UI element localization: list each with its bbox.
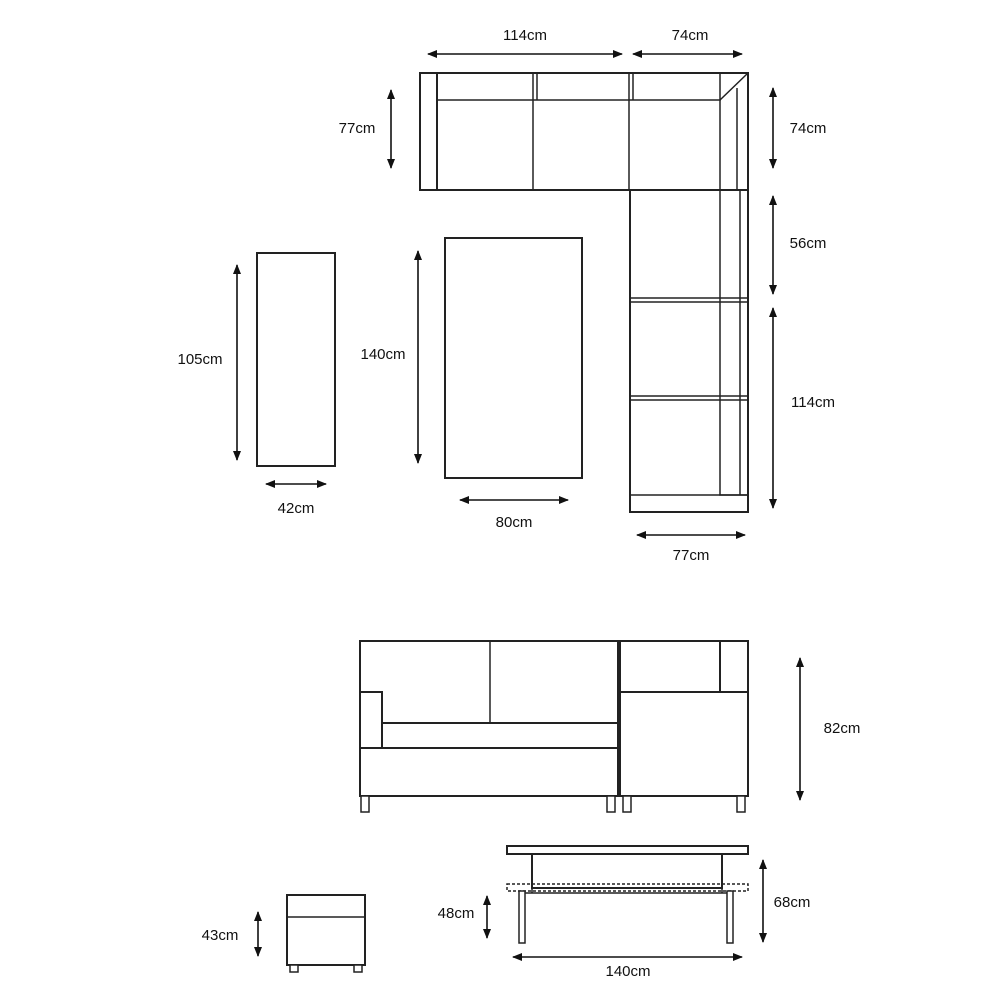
dim-label-corner-depth: 74cm xyxy=(790,120,827,137)
dim-label-chaise-lower: 114cm xyxy=(791,394,835,411)
dim-corner-width: 74cm xyxy=(632,27,743,58)
dim-label-sofa-depth: 77cm xyxy=(339,120,376,137)
table-top-view xyxy=(444,237,583,479)
dim-table-width: 80cm xyxy=(459,496,569,531)
stool-top-view xyxy=(256,252,336,467)
table-leg xyxy=(518,890,526,944)
dim-label-table-high-height: 68cm xyxy=(774,894,811,911)
table-leg xyxy=(726,890,734,944)
dim-sofa-width: 114cm xyxy=(427,27,623,58)
dim-table-length: 140cm xyxy=(360,250,422,464)
dim-table-low-height: 48cm xyxy=(438,895,491,939)
dim-sofa-depth: 77cm xyxy=(339,89,395,169)
sofa-front-view xyxy=(359,640,749,813)
stool-leg xyxy=(289,964,299,973)
corner-sofa-top-view xyxy=(419,72,749,513)
sofa-leg xyxy=(622,795,632,813)
sofa-leg xyxy=(606,795,616,813)
dim-label-stool-length: 105cm xyxy=(177,351,222,368)
dim-label-corner-width: 74cm xyxy=(672,27,709,44)
dim-corner-depth: 74cm xyxy=(769,87,827,169)
stool-leg xyxy=(353,964,363,973)
dim-table-high-height: 68cm xyxy=(759,859,811,943)
dim-chaise-width: 77cm xyxy=(636,531,746,564)
dim-stool-length: 105cm xyxy=(177,264,241,461)
dim-label-chaise-width: 77cm xyxy=(673,547,710,564)
dim-label-table-side-length: 140cm xyxy=(605,963,650,980)
dim-label-table-low-height: 48cm xyxy=(438,905,475,922)
sofa-leg xyxy=(360,795,370,813)
sofa-leg xyxy=(736,795,746,813)
dim-label-chaise-upper: 56cm xyxy=(790,235,827,252)
dim-label-table-width: 80cm xyxy=(496,514,533,531)
dim-stool-width: 42cm xyxy=(265,480,327,517)
dim-label-stool-width: 42cm xyxy=(278,500,315,517)
dim-label-table-length: 140cm xyxy=(360,346,405,363)
dim-sofa-height: 82cm xyxy=(796,657,861,801)
dim-chaise-lower: 114cm xyxy=(769,307,835,509)
stool-side-view xyxy=(286,894,366,973)
dim-chaise-upper: 56cm xyxy=(769,195,827,295)
dim-label-sofa-height: 82cm xyxy=(824,720,861,737)
table-side-view xyxy=(506,845,749,944)
dim-stool-height: 43cm xyxy=(202,911,262,957)
dim-table-side-length: 140cm xyxy=(512,953,743,980)
dim-label-sofa-width: 114cm xyxy=(503,27,547,44)
dim-label-stool-height: 43cm xyxy=(202,927,239,944)
